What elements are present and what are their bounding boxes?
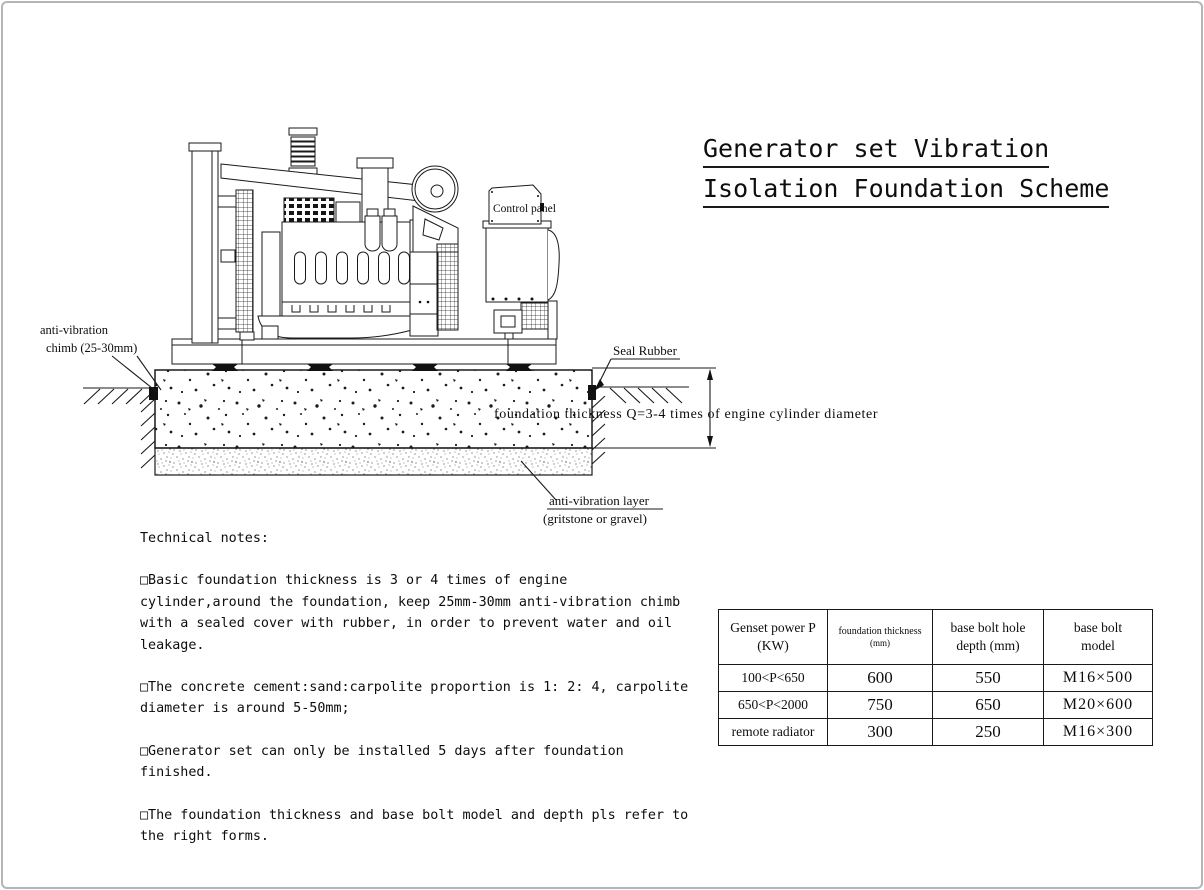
table-cell: 750	[827, 691, 933, 719]
flywheel-housing	[409, 205, 459, 337]
table-cell: 600	[827, 664, 933, 692]
table-cell: 550	[932, 664, 1044, 692]
concrete-foundation	[154, 369, 593, 449]
vibration-mounts	[212, 364, 532, 371]
svg-text:(gritstone or gravel): (gritstone or gravel)	[543, 511, 647, 526]
generator-set	[171, 127, 560, 371]
col-header-bolt-hole-depth: base bolt hole depth (mm)	[932, 609, 1044, 665]
ground-hatching-left	[83, 387, 157, 469]
technical-notes: Technical notes: □Basic foundation thick…	[140, 528, 750, 868]
notes-heading: Technical notes:	[140, 531, 269, 546]
spec-table: Genset power P (KW) foundation thickness…	[718, 609, 1153, 746]
table-row: remote radiator 300 250 M16×300	[718, 718, 1153, 746]
alternator	[482, 220, 560, 340]
svg-text:chimb (25-30mm): chimb (25-30mm)	[46, 341, 137, 355]
fuel-filters	[364, 208, 398, 252]
anti-vibration-gravel-layer	[154, 447, 593, 476]
valve-cover-cluster	[283, 197, 361, 223]
table-cell: 100<P<650	[718, 664, 828, 692]
note-item: □The foundation thickness and base bolt …	[140, 807, 689, 845]
table-cell: M16×300	[1043, 718, 1153, 746]
note-item: □Basic foundation thickness is 3 or 4 ti…	[140, 573, 681, 653]
chimb-mark-left	[149, 387, 158, 400]
anti-vibration-chimb-label: anti-vibration chimb (25-30mm)	[40, 323, 162, 393]
title-line-1: Generator set Vibration	[703, 136, 1050, 168]
table-cell: M20×600	[1043, 691, 1153, 719]
junction-box	[493, 309, 523, 340]
engine-block	[257, 221, 413, 340]
ground-hatching-right	[591, 386, 689, 465]
svg-text:Seal Rubber: Seal Rubber	[613, 343, 678, 358]
table-cell: remote radiator	[718, 718, 828, 746]
col-header-genset-power: Genset power P (KW)	[718, 609, 828, 665]
col-header-bolt-model: base bolt model	[1043, 609, 1153, 665]
anti-vibration-layer-label: anti-vibration layer (gritstone or grave…	[520, 460, 663, 526]
table-row: 650<P<2000 750 650 M20×600	[718, 691, 1153, 719]
seal-rubber-label: Seal Rubber	[594, 343, 680, 391]
page-title: Generator set Vibration Isolation Founda…	[703, 136, 1110, 216]
table-cell: 250	[932, 718, 1044, 746]
table-cell: 300	[827, 718, 933, 746]
control-panel-box	[488, 184, 544, 225]
dimension-foundation-thickness	[592, 367, 716, 449]
foundation-thickness-label: foundation thickness Q=3-4 times of engi…	[494, 407, 878, 422]
control-panel-label: Control panel	[493, 203, 556, 215]
table-cell: M16×500	[1043, 664, 1153, 692]
base-frame	[171, 338, 557, 365]
table-cell: 650<P<2000	[718, 691, 828, 719]
col-header-foundation-thickness: foundation thickness (mm)	[827, 609, 933, 665]
svg-text:anti-vibration: anti-vibration	[40, 323, 109, 337]
flywheel	[411, 165, 459, 213]
note-item: □The concrete cement:sand:carpolite prop…	[140, 680, 689, 717]
seal-rubber-mark-right	[588, 385, 596, 400]
title-line-2: Isolation Foundation Scheme	[703, 176, 1110, 208]
radiator	[188, 142, 255, 344]
svg-text:anti-vibration layer: anti-vibration layer	[549, 493, 650, 508]
table-cell: 650	[932, 691, 1044, 719]
table-row: 100<P<650 600 550 M16×500	[718, 664, 1153, 692]
note-item: □Generator set can only be installed 5 d…	[140, 743, 624, 781]
exhaust-bellows	[288, 127, 318, 187]
